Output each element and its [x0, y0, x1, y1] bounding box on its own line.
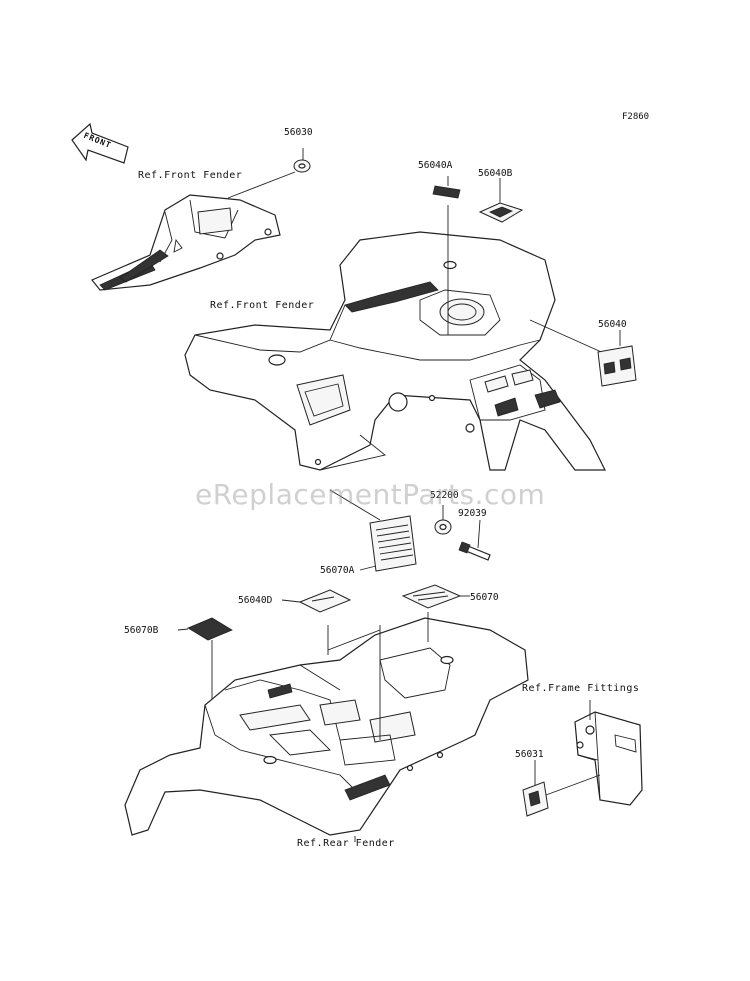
label-ref-front-fender-top: Ref.Front Fender [138, 170, 243, 181]
label-ref-frame-fittings: Ref.Frame Fittings [522, 683, 640, 694]
part-number-56040: 56040 [598, 319, 627, 330]
part-56031-label [522, 760, 601, 817]
watermark: eReplacementParts.com [195, 478, 546, 511]
part-number-56030: 56030 [284, 127, 313, 138]
front-fender-main [184, 205, 609, 471]
rear-fender [124, 612, 529, 842]
front-direction-arrow [71, 122, 129, 164]
front-fender-small [91, 194, 281, 291]
label-ref-front-fender-main: Ref.Front Fender [210, 300, 315, 311]
part-number-56070: 56070 [470, 592, 499, 603]
part-number-56070B: 56070B [124, 625, 159, 636]
part-number-56070A: 56070A [320, 565, 355, 576]
part-number-56031: 56031 [515, 749, 544, 760]
part-56040D-sticker [281, 589, 352, 613]
part-56040B-sticker [478, 178, 524, 223]
part-number-56040B: 56040B [478, 168, 513, 179]
label-ref-rear-fender: Ref.Rear Fender [297, 838, 395, 849]
frame-fitting-bracket [574, 700, 643, 806]
part-56040-label [597, 330, 637, 387]
part-56040A-sticker [432, 176, 461, 199]
part-56070A-label [329, 489, 417, 572]
part-number-52200: 52200 [430, 490, 459, 501]
part-number-56040D: 56040D [238, 595, 273, 606]
part-92039-bolt [458, 519, 491, 561]
part-number-92039: 92039 [458, 508, 487, 519]
part-number-56040A: 56040A [418, 160, 453, 171]
part-56030-washer [227, 148, 311, 199]
figure-code: F2860 [622, 112, 650, 122]
part-56070-sticker [401, 584, 470, 609]
part-52200-washer [434, 505, 452, 535]
